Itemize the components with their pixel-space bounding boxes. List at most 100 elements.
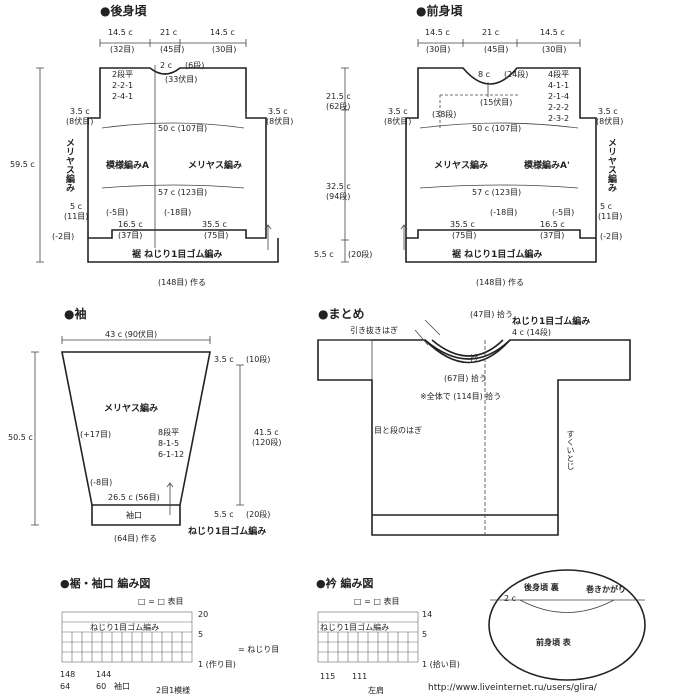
front-st-mid: (45目) [484,45,509,54]
detail-whip: 巻きかがり [586,585,626,594]
sleeve-pattern: メリヤス編み [104,404,159,414]
chart-hem-legend: □ = □ 表目 [138,597,184,606]
back-w-right: 14.5 c [210,28,235,37]
chart-collar-n111: 111 [352,672,368,681]
chart-hem-n64: 64 [60,682,71,691]
assembly-total114: ※全体で (114目) 拾う [420,392,502,401]
front-dec-2: 2-1-4 [548,92,570,101]
assembly-pick67: (67目) 拾う [444,374,487,383]
mid-h32-r: (94段) [326,192,351,201]
front-w16: 16.5 c [540,220,565,229]
assembly-collar [424,339,511,364]
back-w50: 50 c (107目) [158,124,208,133]
back-minus5: (-5目) [106,208,129,217]
front-h5: 5 c [600,202,613,211]
back-st-right: (30目) [212,45,237,54]
sleeve-cuff: 袖口 [126,511,142,520]
front-dec-4: 2-3-2 [548,114,570,123]
front-minus2: (-2目) [600,232,623,241]
chart-collar-legend: □ = □ 表目 [354,597,400,606]
chart-hem-n148: 148 [60,670,76,679]
chart-collar-title: ●衿 編み図 [316,577,374,590]
front-cast: (148目) 作る [476,278,525,287]
sleeve-inc-2: 6-1-12 [158,450,185,459]
back-cast: (148目) 作る [158,278,207,287]
back-w57: 57 c (123目) [158,188,208,197]
back-dec-1: 2-2-1 [112,81,134,90]
chart-hem-twist: = ねじり目 [238,645,280,654]
chart-collar-row14: 14 [422,610,433,619]
back-h5-st: (11目) [64,212,89,221]
back-arm-l: 3.5 c [70,107,90,116]
front-minus5: (-5目) [552,208,575,217]
back-w16-st: (37目) [118,231,143,240]
front-side-label: メリヤス編み [606,138,616,192]
back-minus18: (-18目) [164,208,192,217]
sleeve-rib: ねじり1目ゴム編み [188,527,267,537]
sleeve-top: 43 c (90伏目) [105,330,158,339]
front-w50: 50 c (107目) [472,124,522,133]
front-dec-3: 2-2-2 [548,103,570,112]
detail-w2: 2 c [504,594,517,603]
back-arm-r-st: (8伏目) [266,117,294,126]
front-h5-st: (11目) [598,212,623,221]
assembly-pick47: (47目) 拾う [470,310,513,319]
sleeve-h41: 41.5 c [254,428,279,437]
front-arm-r: 3.5 c [598,107,618,116]
front-dec-0: 4段平 [548,70,570,79]
chart-hem-title: ●裾・袖口 編み図 [60,577,151,590]
back-pattern-a: 模様編みA [106,161,149,171]
front-hem: 裾 ねじり1目ゴム編み [452,250,543,260]
front-w-right: 14.5 c [540,28,565,37]
assembly-row-stitch: 目と段のはぎ [374,426,422,435]
mid-h21-r: (62段) [326,102,351,111]
back-title: ●後身頃 [100,4,147,18]
sleeve-h5-r: (20段) [246,510,271,519]
back-hem: 裾 ねじり1目ゴム編み [132,250,223,260]
front-neck-st: (15伏目) [480,98,513,107]
back-w16: 16.5 c [118,220,143,229]
front-arm-r-st: (8伏目) [596,117,624,126]
back-side-label: メリヤス編み [64,138,74,192]
front-pattern-a2: 模様編みA' [524,161,570,171]
detail-circle [488,569,646,681]
front-w57: 57 c (123目) [472,188,522,197]
sleeve-minus8: (-8目) [90,478,113,487]
chart-hem-n144: 144 [96,670,112,679]
front-st-left: (30目) [426,45,451,54]
back-minus2: (-2目) [52,232,75,241]
sleeve-w26: 26.5 c (56目) [108,493,160,502]
detail-front-label: 前身頃 表 [536,638,571,647]
back-stockinette: メリヤス編み [188,161,243,171]
chart-hem-repeat: 2目1模様 [156,686,191,695]
front-w35: 35.5 c [450,220,475,229]
back-arm-l-st: (8伏目) [66,117,94,126]
mid-h21: 21.5 c [326,92,351,101]
sleeve-outline [61,351,211,506]
assembly-outline [317,339,631,536]
chart-collar-shoulder: 左肩 [368,686,384,695]
front-dec-1: 4-1-1 [548,81,570,90]
back-arm-r: 3.5 c [268,107,288,116]
back-neck: 2 c [160,61,173,70]
front-minus18: (-18目) [490,208,518,217]
chart-hem-row5: 5 [198,630,204,639]
assembly-bindoff-seam: 引き抜きはぎ [350,326,398,335]
chart-collar-row5: 5 [422,630,428,639]
back-neck-st: (33伏目) [165,75,198,84]
sleeve-h41-r: (120段) [252,438,282,447]
detail-back-label: 後身頃 裏 [524,583,559,592]
chart-hem-cuff: 袖口 [114,682,130,691]
back-w-mid: 21 c [160,28,178,37]
assembly-rib: ねじり1目ゴム編み [512,317,591,327]
chart-hem-n60: 60 [96,682,107,691]
sleeve-cuff-outline [91,505,181,526]
sleeve-h35-r: (10段) [246,355,271,364]
mid-h5: 5.5 c [314,250,334,259]
front-neck-rows: (24段) [504,70,529,79]
sleeve-inc-0: 8段平 [158,428,180,437]
assembly-mattress: すくいとじ [566,430,575,470]
front-title: ●前身頃 [416,4,463,18]
back-body-outline [87,67,267,239]
